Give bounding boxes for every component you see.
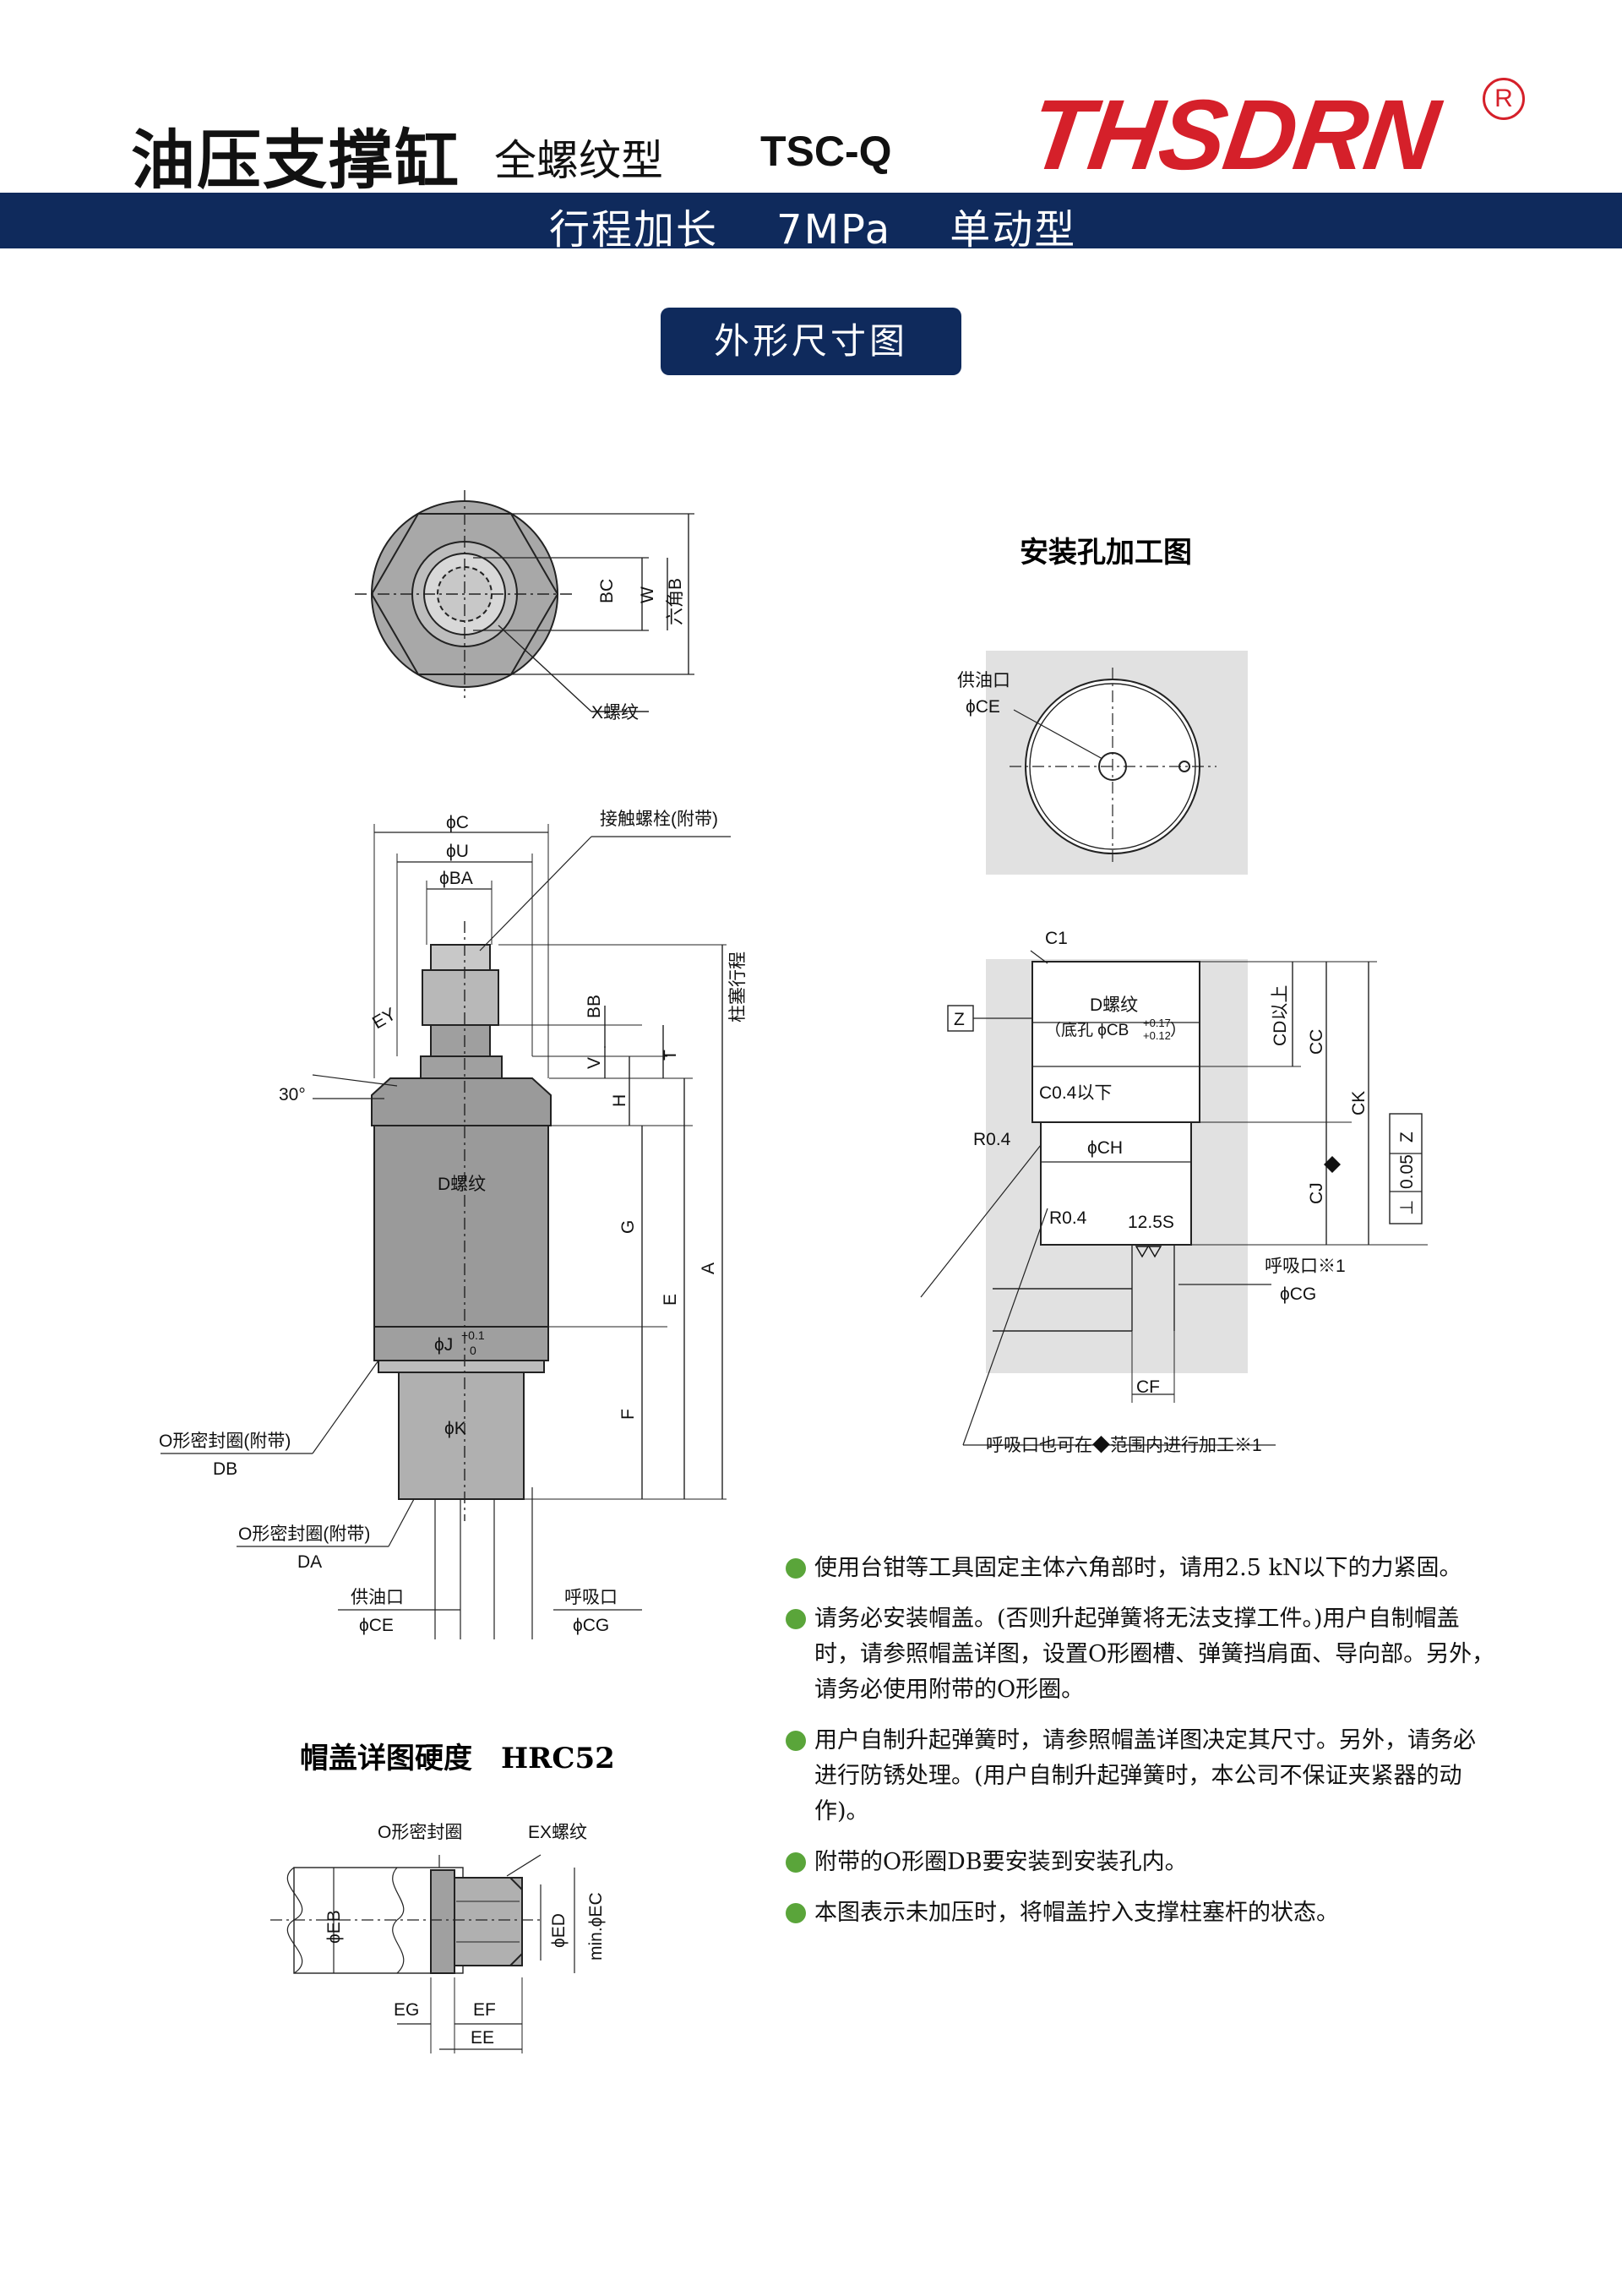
label-oring-db: O形密封圈(附带) [159, 1432, 291, 1451]
mount-label-cf: CF [1136, 1377, 1160, 1397]
label-d-thread: D螺纹 [438, 1175, 486, 1194]
label-hex-b: 六角B [666, 578, 685, 625]
mount-label-tol-ref: Z [1397, 1132, 1417, 1143]
label-supply: 供油口 [351, 1588, 404, 1607]
cap-label-eg: EG [394, 2000, 419, 2020]
bullet-icon [786, 1903, 806, 1923]
label-oring-da: O形密封圈(附带) [238, 1524, 370, 1544]
label-phi-u: ϕU [446, 842, 469, 861]
label-db: DB [213, 1459, 237, 1479]
mount-label-z: Z [954, 1010, 965, 1029]
label-phi-cg: ϕCG [573, 1616, 609, 1635]
roughness-icon [1147, 1246, 1162, 1258]
note-item: 用户自制升起弹簧时，请参照帽盖详图决定其尺寸。另外，请务必进行防锈处理。(用户自… [786, 1723, 1495, 1830]
top-view-drawing [355, 490, 694, 712]
mount-label-d-thread: D螺纹 [1090, 995, 1138, 1015]
mount-label-r04a: R0.4 [973, 1130, 1011, 1149]
label-bb: BB [585, 995, 604, 1018]
label-angle: 30° [279, 1085, 306, 1104]
note-item: 附带的O形圈DB要安装到安装孔内。 [786, 1845, 1495, 1880]
note-item: 本图表示未加压时，将帽盖拧入支撑柱塞杆的状态。 [786, 1895, 1495, 1931]
note-item: 使用台钳等工具固定主体六角部时，请用2.5 kN以下的力紧固。 [786, 1551, 1495, 1586]
label-phi-k: ϕK [444, 1419, 466, 1438]
bullet-icon [786, 1731, 806, 1751]
label-breath: 呼吸口 [564, 1588, 618, 1607]
registered-mark-icon: R [1483, 78, 1525, 120]
label-w: W [638, 586, 657, 603]
cap-label-min-ec: min.ϕEC [586, 1892, 606, 1961]
label-phi-c: ϕC [446, 813, 469, 832]
mount-label-phi-ch: ϕCH [1087, 1138, 1123, 1158]
label-t: T [661, 1050, 680, 1061]
label-j-tol-plus: +0.1 [461, 1328, 485, 1342]
label-da: DA [297, 1552, 322, 1572]
mount-label-cj: CJ [1307, 1182, 1326, 1204]
mount-hole-top-drawing [986, 651, 1248, 875]
cap-detail-title: 帽盖详图硬度 HRC52 [300, 1742, 615, 1775]
mount-label-cc: CC [1307, 1029, 1326, 1055]
label-f: F [618, 1409, 638, 1420]
label-v: V [585, 1057, 604, 1069]
diamond-icon [1324, 1156, 1341, 1173]
mount-label-cb-tol-minus: +0.12 [1143, 1029, 1171, 1042]
mount-label-paren: ） [1170, 1021, 1186, 1039]
label-phi-j: ϕJ [434, 1335, 453, 1355]
side-view-drawing [161, 824, 731, 1639]
label-bc: BC [597, 579, 617, 603]
bullet-icon [786, 1609, 806, 1629]
spec-band: 行程加长 7MPa 单动型 [0, 193, 1622, 254]
spec-band-text: 行程加长 7MPa 单动型 [549, 206, 1077, 254]
section-heading: 外形尺寸图 [661, 308, 961, 375]
cap-label-oring: O形密封圈 [378, 1823, 462, 1842]
label-contact-bolt: 接触螺栓(附带) [600, 810, 718, 829]
label-phi-ce: ϕCE [359, 1616, 394, 1635]
notes-list: 使用台钳等工具固定主体六角部时，请用2.5 kN以下的力紧固。 请务必安装帽盖。… [786, 1551, 1495, 1946]
mount-label-supply: 供油口 [957, 671, 1010, 690]
cap-detail-drawing [270, 1854, 575, 2053]
mount-label-c04: C0.4以下 [1039, 1083, 1112, 1103]
label-a: A [699, 1263, 718, 1274]
label-x-thread: X螺纹 [591, 703, 639, 723]
mount-label-cd: CD以上 [1271, 985, 1290, 1046]
bullet-icon [786, 1852, 806, 1873]
cap-label-phi-ed: ϕED [549, 1913, 569, 1948]
roughness-icon [1135, 1246, 1150, 1258]
cap-label-ee: EE [471, 2028, 494, 2048]
label-h: H [610, 1094, 629, 1107]
mount-label-phi-cg: ϕCG [1280, 1284, 1316, 1304]
label-phi-ba: ϕBA [439, 869, 473, 888]
cap-label-ef: EF [473, 2000, 496, 2020]
label-j-tol-zero: 0 [470, 1344, 476, 1357]
cap-label-ex-thread: EX螺纹 [528, 1823, 587, 1842]
model-number: TSC-Q [760, 128, 892, 175]
mount-label-ck: CK [1349, 1091, 1369, 1115]
page-title: 油压支撑缸 [131, 123, 460, 198]
mount-label-r04b: R0.4 [1049, 1208, 1087, 1228]
mount-hole-section-drawing [920, 950, 1428, 1446]
note-item: 请务必安装帽盖。(否则升起弹簧将无法支撑工件。)用户自制帽盖时，请参照帽盖详图，… [786, 1601, 1495, 1708]
mount-hole-title: 安装孔加工图 [1020, 536, 1192, 570]
bullet-icon [786, 1558, 806, 1579]
mount-label-tol: 0.05 [1397, 1154, 1417, 1189]
label-ey: EY [369, 1004, 400, 1033]
cap-label-phi-eb: ϕEB [324, 1910, 344, 1944]
mount-label-cb-tol-plus: +0.17 [1143, 1017, 1171, 1029]
mount-label-c1: C1 [1045, 929, 1068, 948]
mount-label-phi-ce: ϕCE [966, 697, 1000, 717]
mount-label-roughness: 12.5S [1128, 1213, 1174, 1232]
label-e: E [661, 1294, 680, 1306]
perpendicular-icon: ⊥ [1397, 1200, 1417, 1215]
mount-label-note: 呼吸口也可在◆范围内进行加工※1 [986, 1436, 1262, 1455]
label-stroke: 柱塞行程 [728, 952, 748, 1023]
label-g: G [618, 1220, 638, 1234]
page-subtitle: 全螺纹型 [494, 136, 663, 185]
mount-label-breath: 呼吸口※1 [1265, 1257, 1346, 1276]
mount-label-bottom-hole: （底孔 ϕCB [1045, 1021, 1129, 1039]
